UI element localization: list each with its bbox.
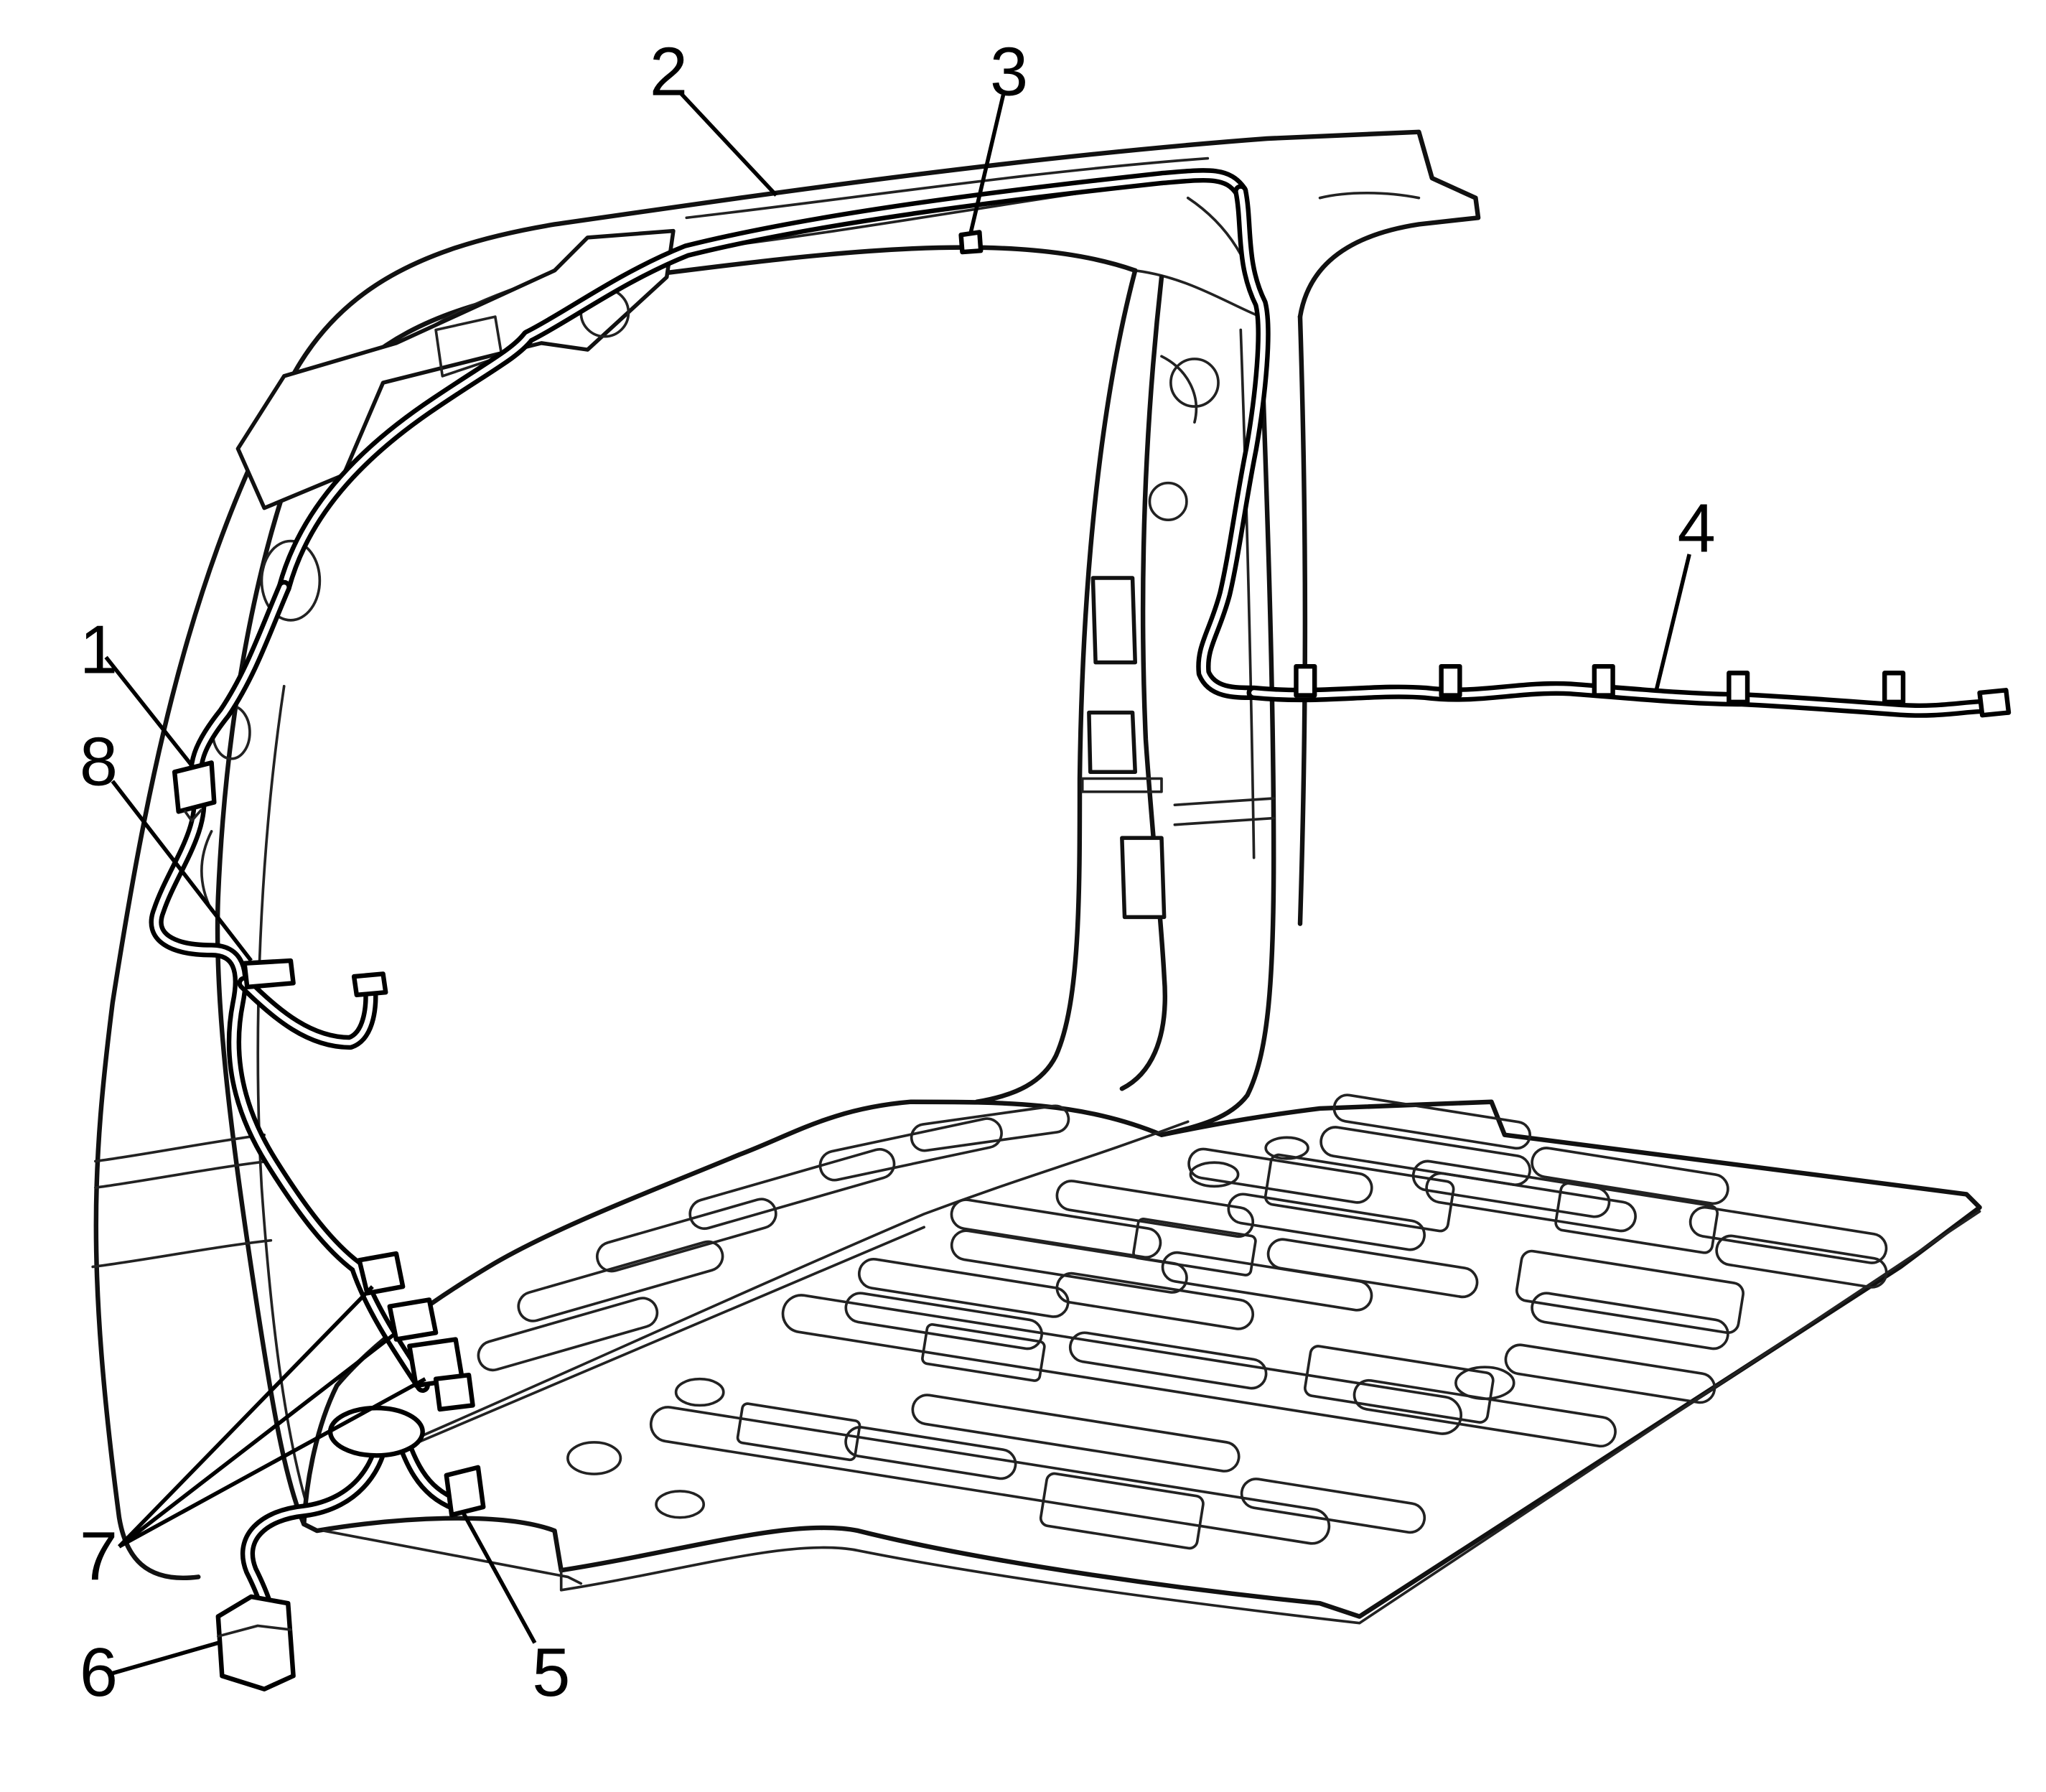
callout-4: 4 xyxy=(1678,490,1716,566)
wiring-harnesses xyxy=(149,168,2012,1644)
right-pillar-front xyxy=(974,268,1138,1104)
callout-2: 2 xyxy=(650,33,688,110)
floor-holes xyxy=(566,1136,1515,1519)
leader-5 xyxy=(460,1510,537,1644)
floor-outline xyxy=(302,1099,1982,1619)
harness-clips xyxy=(1294,663,2012,718)
callout-leaders xyxy=(104,90,1691,1676)
module-item-6 xyxy=(215,1594,296,1691)
grommet xyxy=(327,1405,425,1458)
leader-4 xyxy=(1654,554,1691,691)
callout-1: 1 xyxy=(80,611,118,688)
module-item-1 xyxy=(172,760,217,814)
leader-7a xyxy=(117,1285,374,1549)
leader-3 xyxy=(968,94,1006,235)
left-upper-gusset xyxy=(235,228,676,510)
clip-item-3 xyxy=(958,230,984,255)
leader-7c xyxy=(118,1377,426,1549)
connector-block-item-7 xyxy=(357,1251,475,1412)
left-pillar-inner xyxy=(215,433,307,1527)
leader-6 xyxy=(112,1641,219,1676)
connector-item-5 xyxy=(444,1465,486,1518)
callout-7: 7 xyxy=(80,1518,118,1595)
leader-1 xyxy=(104,655,194,767)
callout-3: 3 xyxy=(990,33,1028,110)
connector-item-8 xyxy=(242,958,296,990)
callout-5: 5 xyxy=(532,1634,570,1711)
callout-8: 8 xyxy=(80,724,118,801)
roof-rail-outer xyxy=(268,129,1481,425)
leader-7b xyxy=(118,1331,398,1549)
floor-channels-main xyxy=(649,1093,1888,1550)
callout-labels: 1 2 3 4 5 6 7 8 xyxy=(80,33,1716,1710)
body-structure xyxy=(91,129,1982,1625)
roof-harness xyxy=(276,168,1248,595)
leader-8 xyxy=(111,780,253,962)
left-pillar-outer xyxy=(93,419,274,1580)
leader-2 xyxy=(678,90,778,197)
callout-6: 6 xyxy=(80,1634,118,1711)
floor-channels-left xyxy=(477,1104,1070,1372)
right-pillar-rear xyxy=(1159,314,1276,1137)
